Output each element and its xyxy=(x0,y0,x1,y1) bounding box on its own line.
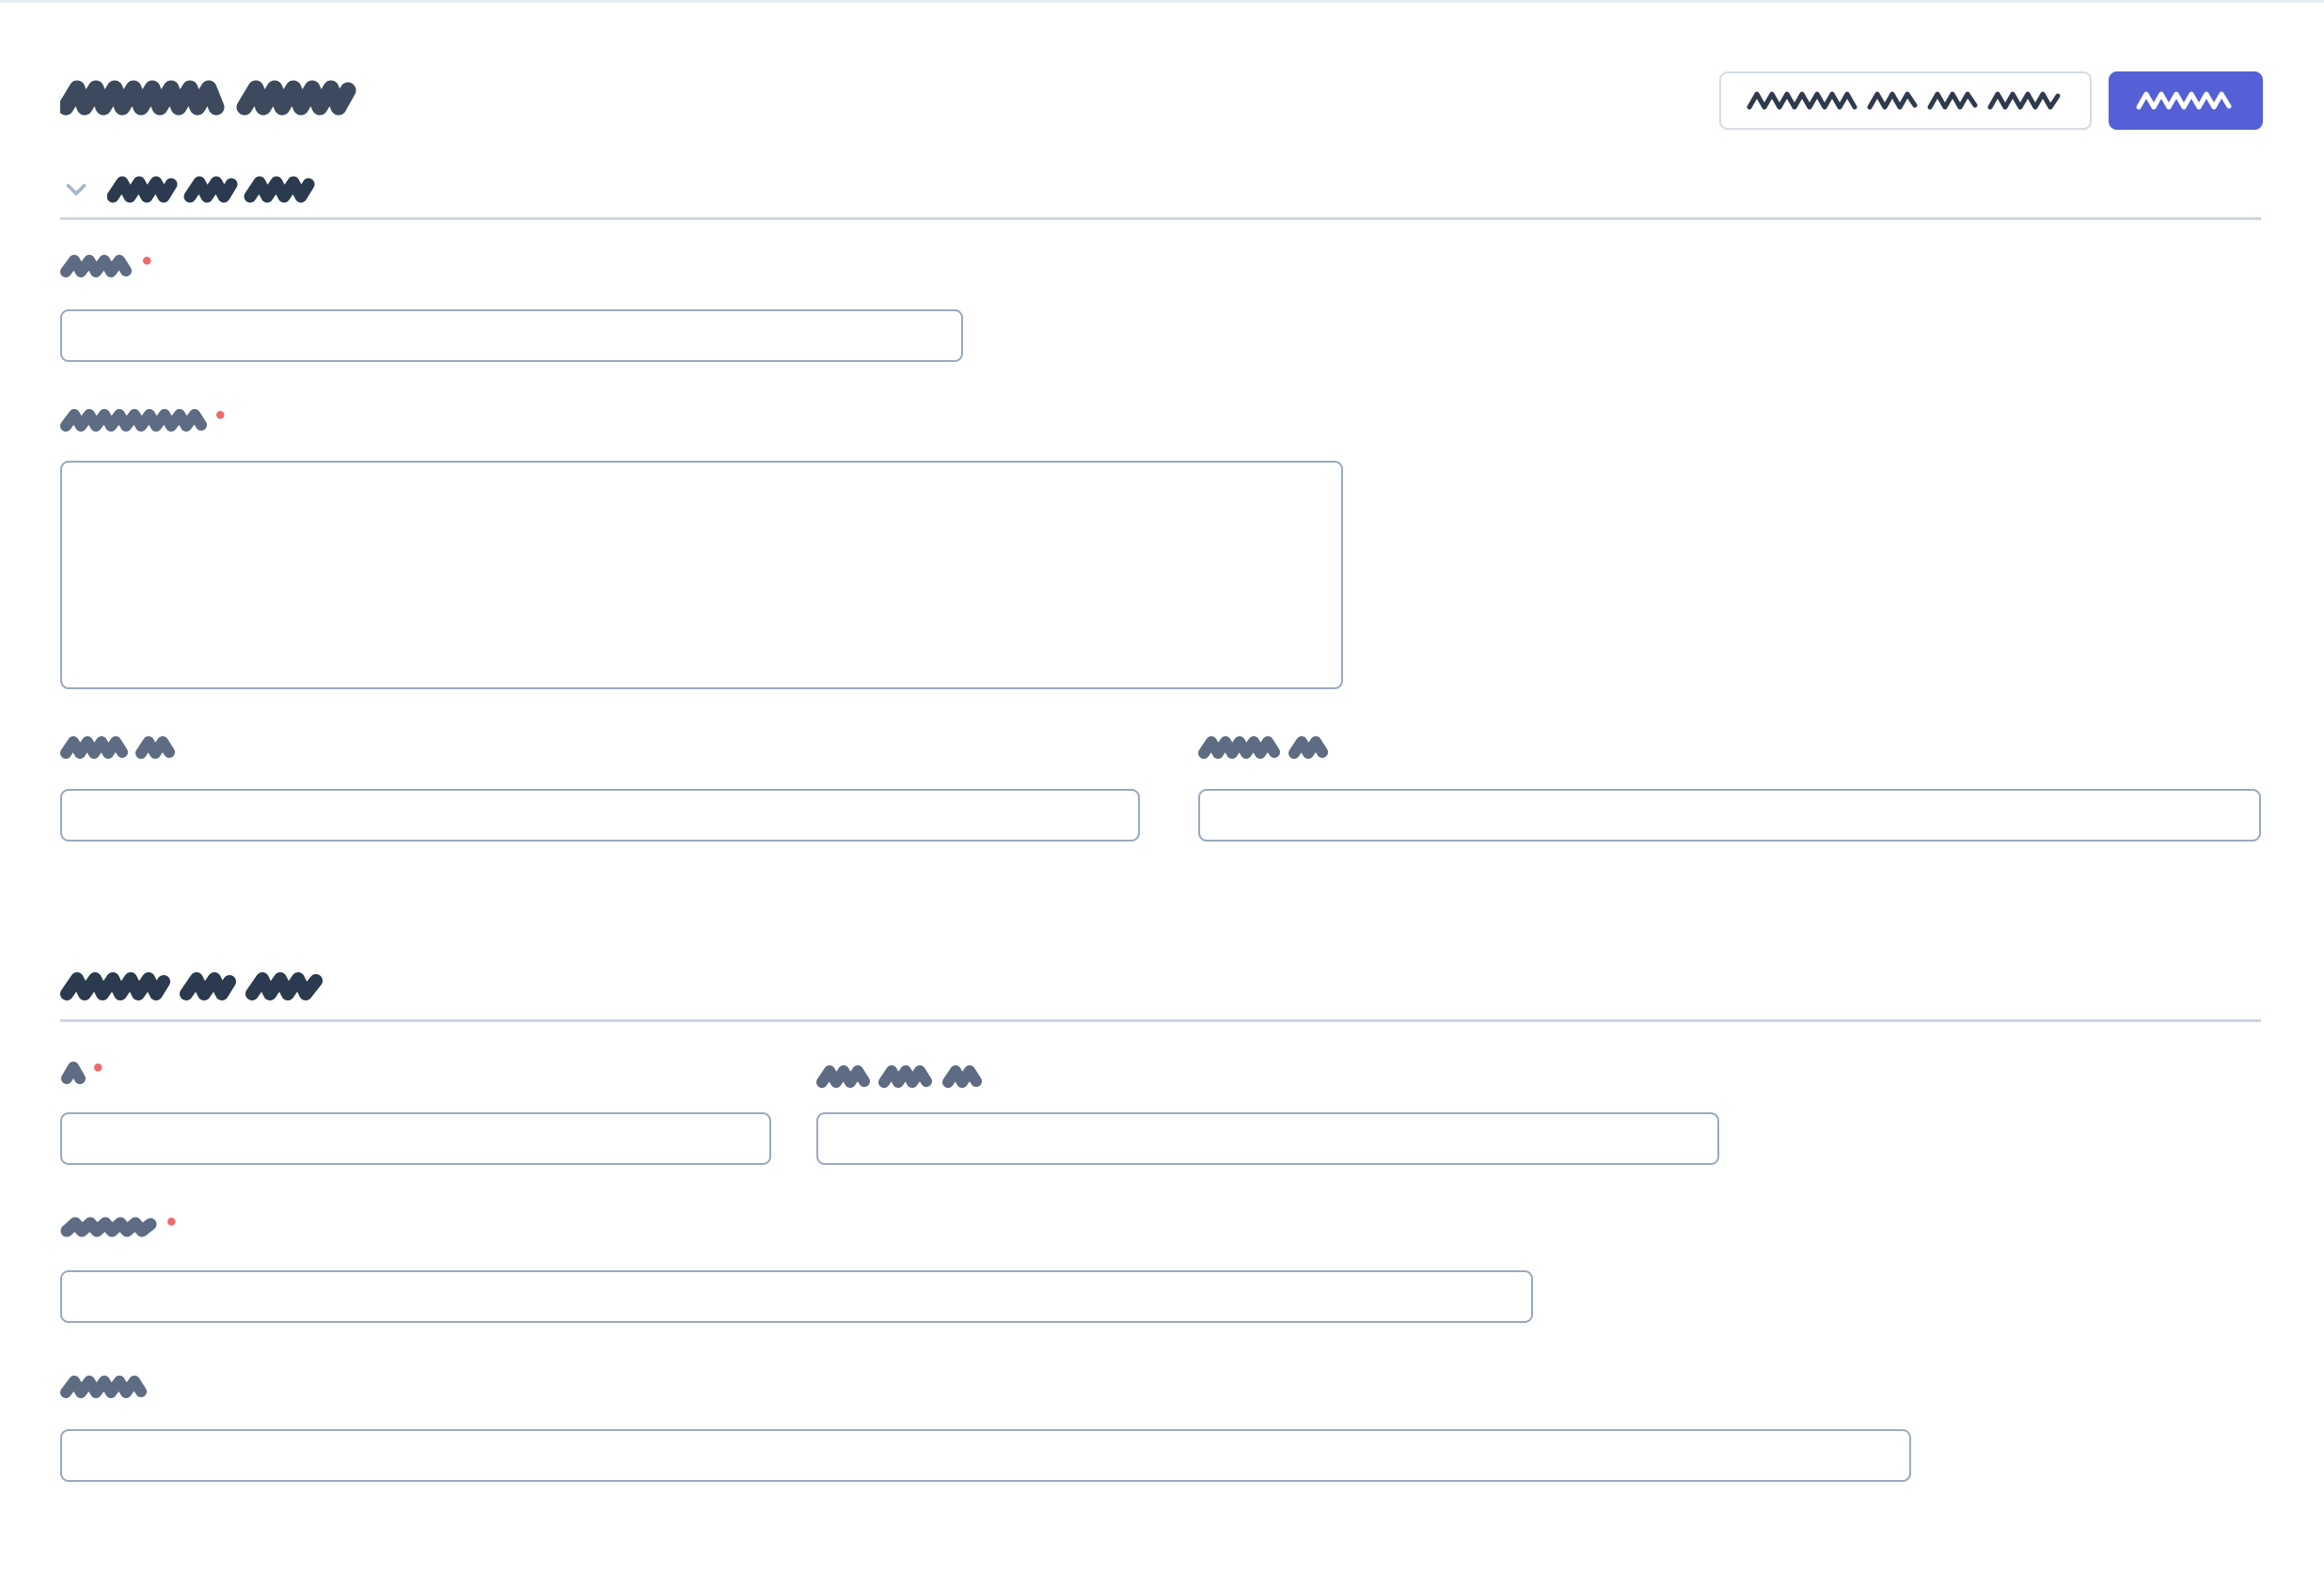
section-two-divider xyxy=(60,1019,2261,1022)
section-one-title-redacted-text xyxy=(107,176,315,203)
field-notes-input[interactable] xyxy=(60,1429,1911,1482)
page-header xyxy=(0,3,2324,153)
field-address-label-redacted-text xyxy=(60,1217,157,1237)
field-address-input[interactable] xyxy=(60,1270,1533,1323)
field-name-label-redacted-text xyxy=(60,255,132,277)
field-end-date-label xyxy=(1198,734,1330,763)
section-one-divider xyxy=(60,217,2261,220)
primary-button-redacted-label xyxy=(2136,91,2232,110)
field-secondary-id-input[interactable] xyxy=(816,1112,1719,1165)
secondary-action-button[interactable] xyxy=(1719,71,2092,130)
field-id-label-redacted-text xyxy=(61,1062,86,1084)
chevron-down-icon[interactable] xyxy=(60,173,92,205)
header-actions xyxy=(1719,71,2263,130)
field-description-label: • xyxy=(60,400,226,435)
field-notes-label-redacted-text xyxy=(60,1376,147,1398)
field-id-label: • xyxy=(60,1052,103,1088)
field-end-date-label-redacted-text xyxy=(1198,736,1328,759)
field-start-date-label-redacted-text xyxy=(60,736,175,759)
field-description-required-marker: • xyxy=(215,400,226,431)
field-name-required-marker: • xyxy=(142,245,152,276)
field-address-label: • xyxy=(60,1206,177,1242)
section-two-title-redacted-text xyxy=(60,972,323,1000)
field-start-date-label xyxy=(60,734,175,763)
field-name-input[interactable] xyxy=(60,309,963,362)
field-description-textarea[interactable] xyxy=(60,461,1343,689)
section-two-header xyxy=(60,968,328,1005)
field-end-date-input[interactable] xyxy=(1198,789,2261,842)
field-name-label: • xyxy=(60,245,152,281)
primary-action-button[interactable] xyxy=(2109,71,2263,130)
section-one-header[interactable] xyxy=(60,170,333,208)
page-title xyxy=(60,76,380,118)
page-title-redacted-text xyxy=(60,80,356,116)
secondary-button-redacted-label xyxy=(1747,91,2061,110)
field-id-required-marker: • xyxy=(93,1052,103,1083)
field-secondary-id-label-redacted-text xyxy=(816,1065,982,1088)
field-start-date-input[interactable] xyxy=(60,789,1140,842)
field-description-label-redacted-text xyxy=(60,409,207,432)
field-secondary-id-label xyxy=(816,1063,990,1092)
field-address-required-marker: • xyxy=(166,1206,177,1237)
field-notes-label xyxy=(60,1374,154,1402)
field-id-input[interactable] xyxy=(60,1112,771,1165)
